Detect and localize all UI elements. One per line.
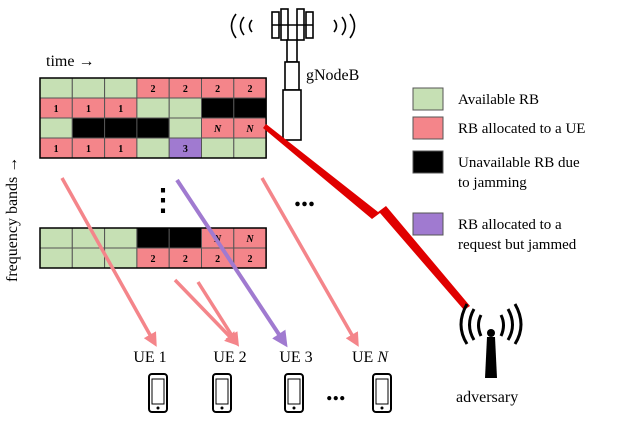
rb-cell-label: N [245,234,254,245]
legend-label-requested-jammed: request but jammed [458,237,577,253]
ue-arrow [196,281,239,347]
ue-arrow [175,178,288,348]
ue-arrow [260,177,359,347]
rb-cell-label: N [213,124,222,135]
rb-cell [233,137,267,159]
rb-cell-label: 1 [118,144,123,155]
rb-cell [71,247,106,269]
rb-cell-label: 2 [247,254,252,265]
rb-cell-label: 2 [215,254,220,265]
rb-cell-label: 3 [183,144,188,155]
ue-label: UE N [352,349,389,366]
gnodeb-label: gNodeB [306,67,359,84]
rb-cell-label: 1 [118,104,123,115]
legend-label-jammed: to jamming [458,175,527,191]
rb-cell [168,117,202,139]
rb-cell [201,97,235,119]
rb-cell-label: 2 [151,254,156,265]
adversary-label: adversary [456,389,518,406]
rb-cell-label: 1 [86,144,91,155]
rb-cell-label: 2 [183,254,188,265]
time-axis-label: time → [46,53,94,70]
rb-grid-border [39,77,267,159]
ue-label: UE 1 [133,349,166,366]
rb-cell [71,117,106,139]
frequency-axis-label: frequency bands → [4,157,21,282]
smartphone-icon [148,373,168,413]
rb-cell [136,97,170,119]
vertical-ellipsis: ⋮ [148,184,178,217]
rb-cell [39,117,73,139]
legend-label-available: Available RB [458,92,539,108]
ue-label: UE 2 [213,349,246,366]
legend-swatch-requested-jammed [412,212,444,236]
rb-cell [104,117,138,139]
rb-cell [136,117,170,139]
rb-cell [168,227,202,249]
ue-arrow [60,177,157,347]
legend-label-requested-jammed: RB allocated to a [458,217,562,233]
rb-cell [39,227,73,249]
ue-horizontal-ellipsis: ... [326,377,346,406]
legend-swatch-jammed [412,150,444,174]
rb-cell [168,97,202,119]
rb-cell [136,227,170,249]
rb-cell-label: 2 [183,84,188,95]
rb-cell [136,137,170,159]
ue-label: UE 3 [279,349,312,366]
legend-swatch-available [412,87,444,111]
rb-cell [71,77,106,99]
rb-cell-label: 2 [151,84,156,95]
legend-label-allocated: RB allocated to a UE [458,121,585,137]
grid-horizontal-ellipsis: ... [294,182,315,213]
smartphone-icon [284,373,304,413]
rb-cell [104,227,138,249]
jamming-lightning-bolt [263,124,470,310]
gnodeb-tower-icon [230,8,356,141]
smartphone-icon [212,373,232,413]
adversary-antenna-icon [459,303,523,378]
smartphone-icon [372,373,392,413]
rb-cell-label: 1 [54,104,59,115]
rb-cell [201,137,235,159]
rb-cell [104,77,138,99]
rb-cell-label: 2 [215,84,220,95]
legend-label-jammed: Unavailable RB due [458,155,580,171]
ue-arrow [173,278,239,347]
ue-arrows [60,177,359,348]
legend-swatch-allocated [412,116,444,140]
rb-cell [39,77,73,99]
rb-cell-label: 1 [54,144,59,155]
legend: Available RB RB allocated to a UE Unavaila… [412,87,585,253]
ue-group: UE 1 UE 2 UE 3 UE N [133,349,392,413]
rb-cell-label: 1 [86,104,91,115]
rb-cell-label: 2 [247,84,252,95]
rb-grid-border [39,227,267,269]
rb-cell [233,97,267,119]
rb-cell [39,247,73,269]
rb-cell-label: N [245,124,254,135]
